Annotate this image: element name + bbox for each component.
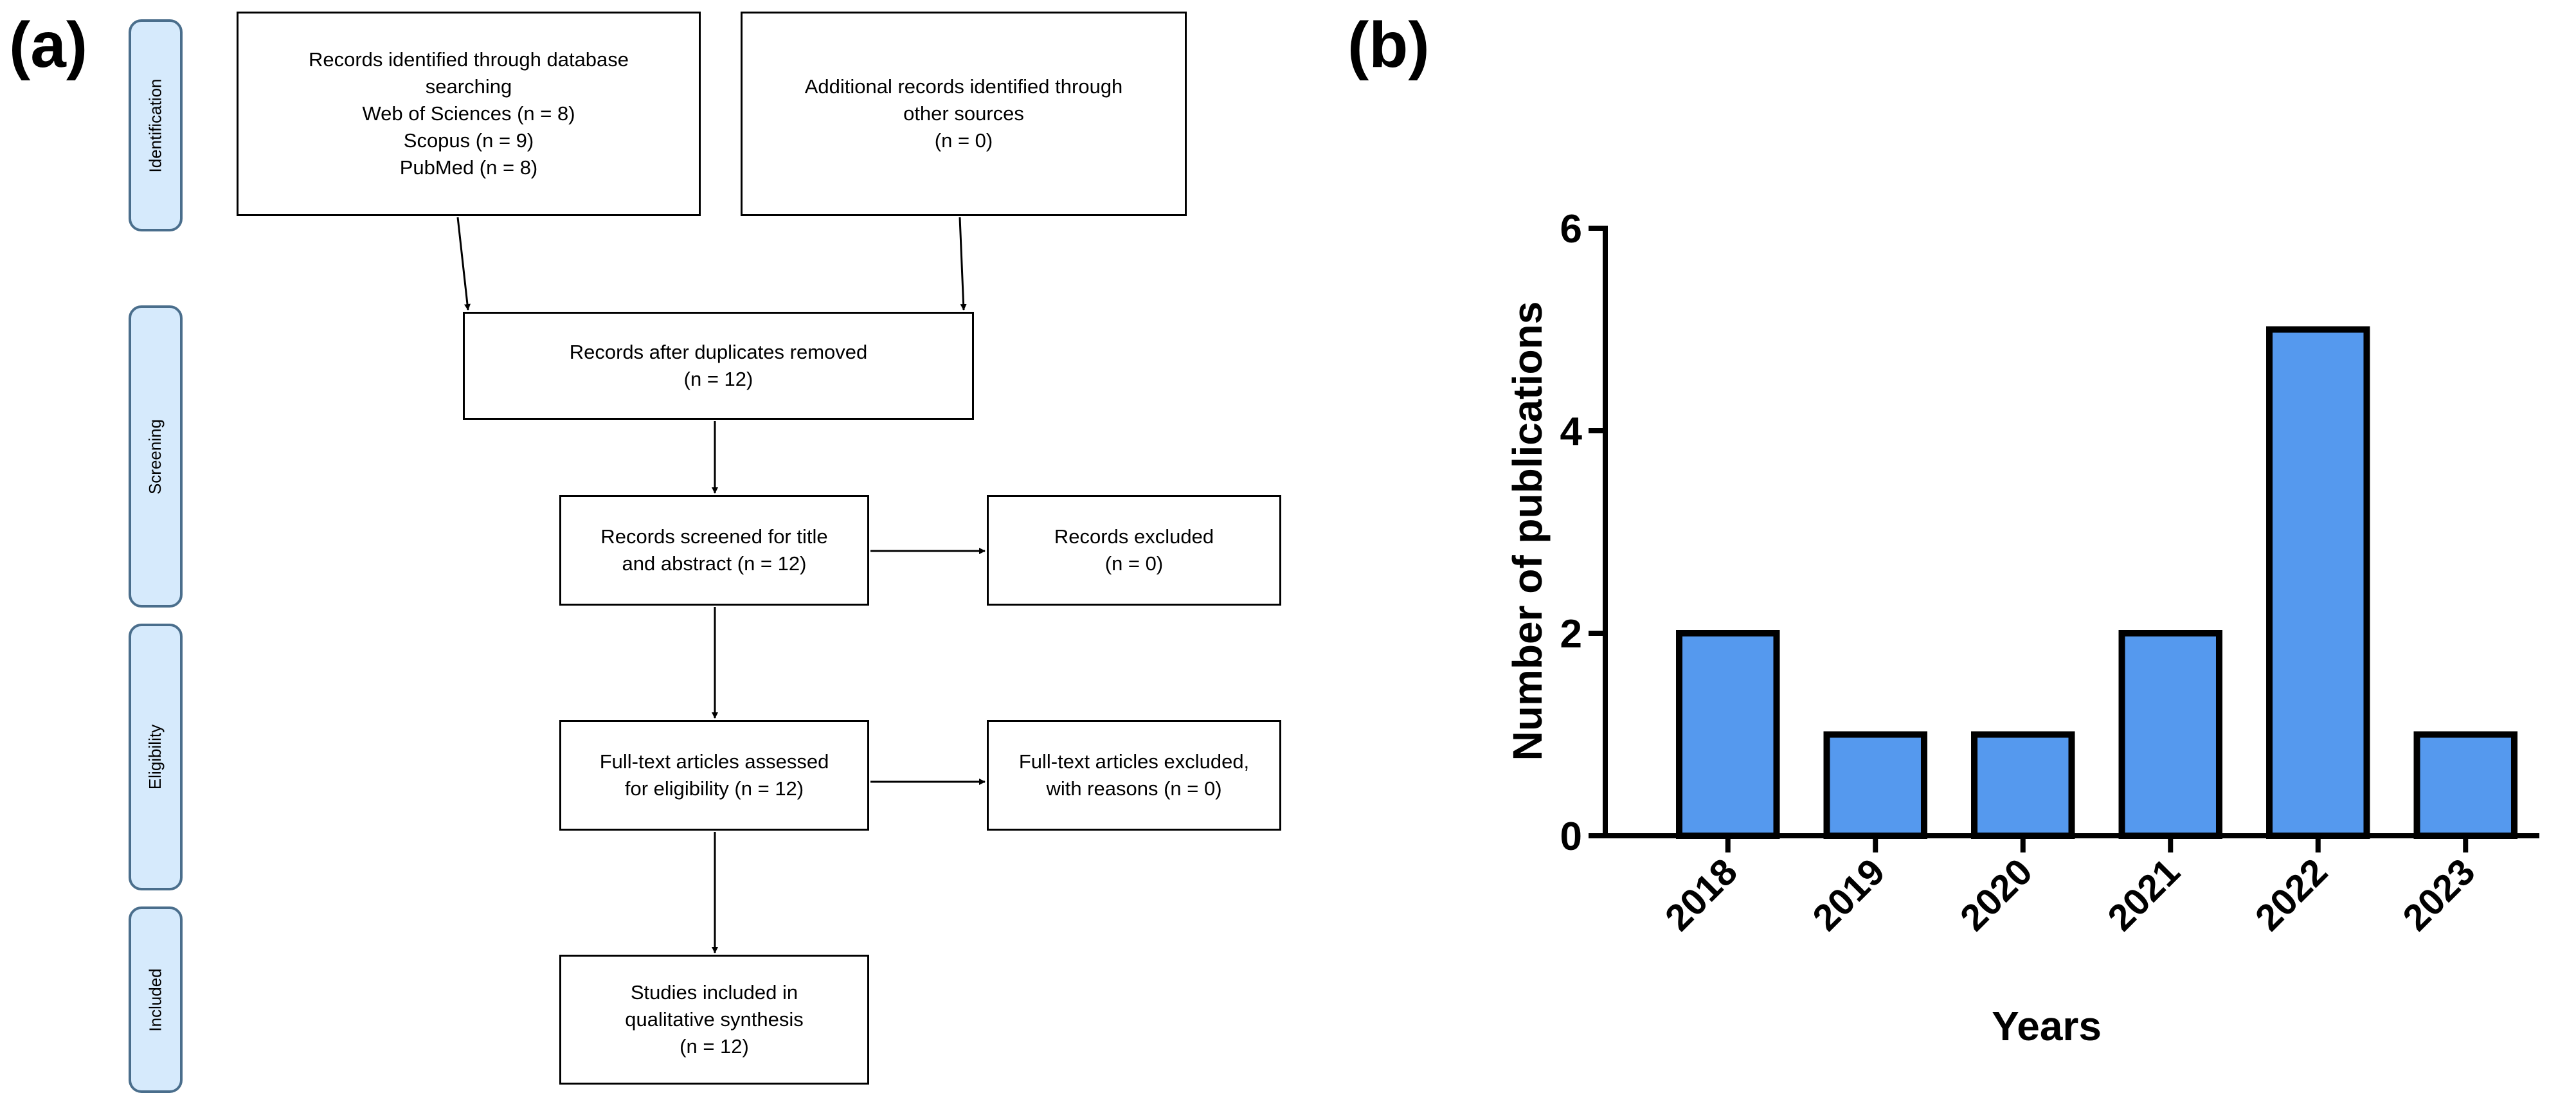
y-axis-label: Number of publications — [1504, 302, 1551, 761]
x-tick-label-2018: 2018 — [1657, 851, 1745, 939]
stage-screening: Screening — [129, 305, 183, 608]
x-ticks-group: 2018 2019 2020 2021 2022 2023 — [1657, 836, 2483, 939]
y-ticks-group: 0 2 4 6 — [1560, 207, 1605, 859]
arrow-database-to-duplicates — [456, 217, 471, 311]
x-tick-label-2021: 2021 — [2100, 851, 2188, 939]
bars-group — [1676, 326, 2517, 839]
box-database-search: Records identified through database sear… — [237, 12, 701, 216]
box-studies-included: Studies included in qualitative synthesi… — [559, 955, 869, 1085]
bar-2022 — [2266, 326, 2370, 839]
bar-2021 — [2118, 630, 2222, 839]
bar-2023 — [2413, 731, 2517, 839]
y-tick-label-0: 0 — [1560, 815, 1582, 859]
stage-identification: Identification — [129, 19, 183, 231]
box-duplicates-removed: Records after duplicates removed (n = 12… — [463, 312, 974, 420]
box-fulltext-assessed: Full-text articles assessed for eligibil… — [559, 720, 869, 831]
box-screened-text: Records screened for title and abstract … — [600, 525, 828, 575]
box-fulltext-assessed-text: Full-text articles assessed for eligibil… — [599, 750, 829, 800]
box-screened: Records screened for title and abstract … — [559, 495, 869, 606]
x-tick-label-2023: 2023 — [2395, 851, 2483, 939]
box-other-sources: Additional records identified through ot… — [741, 12, 1187, 216]
box-duplicates-removed-text: Records after duplicates removed (n = 12… — [569, 341, 868, 390]
y-tick-label-2: 2 — [1560, 612, 1582, 656]
x-axis-label: Years — [1992, 1003, 2102, 1049]
box-fulltext-excluded: Full-text articles excluded, with reason… — [987, 720, 1281, 831]
panel-b-label: (b) — [1347, 9, 1430, 81]
bar-2019 — [1823, 731, 1927, 839]
box-records-excluded: Records excluded (n = 0) — [987, 495, 1281, 606]
panel-a-label: (a) — [9, 9, 88, 81]
box-other-sources-text: Additional records identified through ot… — [804, 75, 1123, 152]
x-tick-label-2019: 2019 — [1805, 851, 1893, 939]
bar-2018 — [1676, 630, 1780, 839]
y-tick-label-4: 4 — [1560, 410, 1583, 454]
x-tick-label-2020: 2020 — [1952, 851, 2040, 939]
y-tick-label-6: 6 — [1560, 207, 1582, 251]
box-database-search-text: Records identified through database sear… — [308, 48, 629, 179]
stage-included: Included — [129, 906, 183, 1093]
box-records-excluded-text: Records excluded (n = 0) — [1054, 525, 1214, 575]
box-fulltext-excluded-text: Full-text articles excluded, with reason… — [1018, 750, 1250, 800]
arrow-other-to-duplicates — [959, 217, 967, 311]
stage-eligibility: Eligibility — [129, 624, 183, 890]
box-studies-included-text: Studies included in qualitative synthesi… — [625, 981, 804, 1058]
bar-2020 — [1971, 731, 2075, 839]
x-tick-label-2022: 2022 — [2247, 851, 2336, 939]
